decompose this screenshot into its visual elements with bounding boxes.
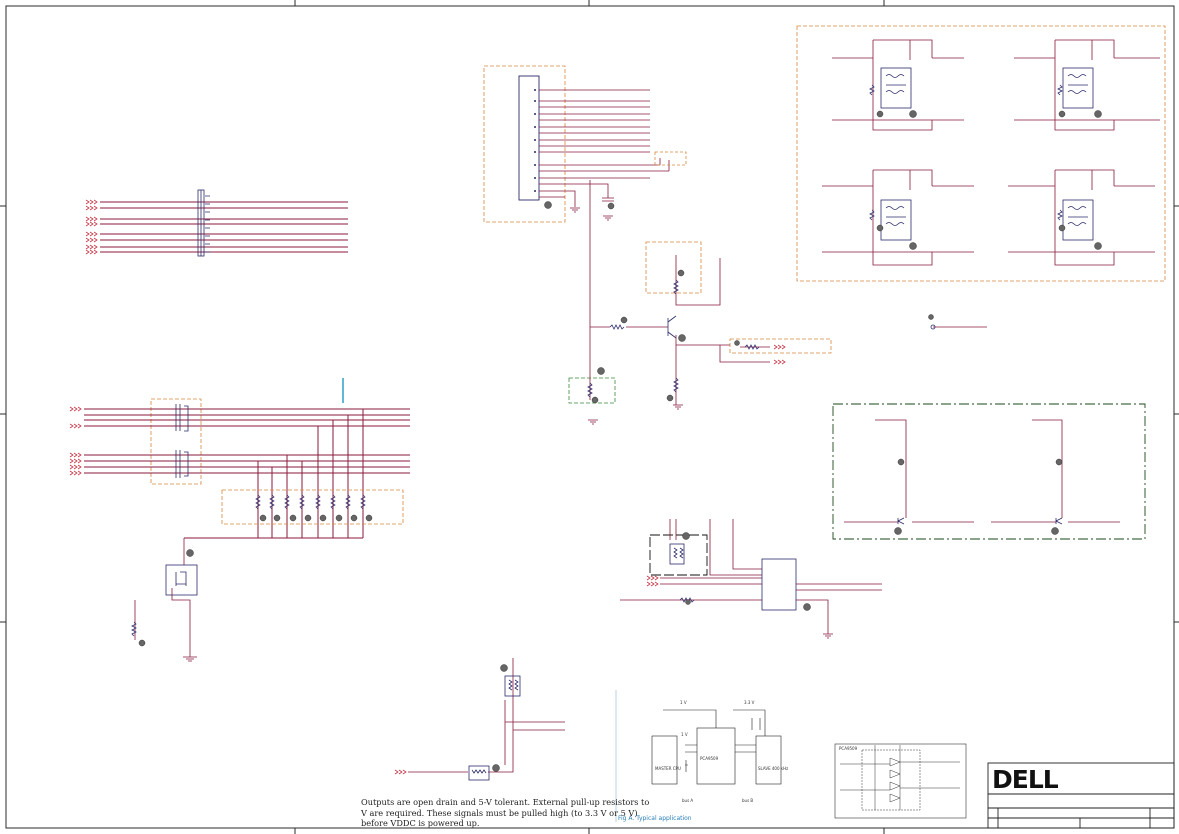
application-figure [615, 690, 782, 822]
application-figure-caption: Fig A. Typical application [618, 815, 692, 822]
bottom-resnet [408, 658, 565, 781]
test-point-circle [930, 324, 936, 330]
connector-cap-ref [607, 202, 615, 210]
connector-grounds [570, 197, 614, 221]
connector-dash-box [483, 65, 566, 223]
note-line: Outputs are open drain and 5-V tolerant.… [361, 797, 650, 807]
title-block [987, 762, 1175, 829]
note-line: V are required. These signals must be pu… [361, 807, 638, 818]
note-line: before VDDC is powered up. [361, 818, 480, 828]
connector-pin-dots [534, 89, 536, 192]
transformer-dash-box [796, 25, 1166, 282]
level-shift-box [832, 403, 1146, 540]
transistor-symbols [587, 279, 760, 398]
app-rail-mid: 1 V [681, 732, 688, 737]
left-mid-net-arrows [69, 406, 82, 476]
level-shift-circuits [844, 419, 1120, 535]
connector-pins [539, 89, 670, 207]
transformer-2 [1014, 39, 1160, 131]
left-mid-caps [175, 404, 189, 478]
app-bus-b: bus B [742, 798, 753, 803]
left-mid-ref-circles [259, 514, 373, 522]
datasheet-note: Outputs are open drain and 5-V tolerant.… [361, 797, 650, 829]
block-figure [840, 745, 960, 811]
i2c-buffer-circuit [620, 519, 882, 639]
left-mosfet-block [131, 538, 198, 662]
app-master-label: MASTER CPU [655, 766, 681, 771]
left-upper-bus [100, 201, 348, 253]
transistor-pullup-box [645, 241, 702, 294]
app-slave-label: SLAVE 400 kHz [758, 766, 788, 771]
i2c-pullup-dash-box [649, 534, 708, 576]
connector-ref [544, 201, 552, 209]
app-rail-left: 1 V [680, 700, 687, 705]
transistor-out-box [729, 338, 832, 354]
app-bus-a: bus A [682, 798, 693, 803]
block-figure-frame [834, 743, 967, 819]
app-rail-right: 3.3 V [744, 700, 755, 705]
bottom-resnet-arrows [394, 769, 407, 775]
transistor-refs [591, 269, 934, 404]
sheet-border [5, 5, 1175, 829]
transistor-net-arrows [773, 344, 786, 365]
transformer-1 [832, 39, 964, 131]
transformer-quad [822, 39, 1160, 266]
dell-logo: DELL [992, 765, 1059, 794]
connector-body [518, 75, 540, 201]
app-ic-label: PCA9509 [700, 756, 719, 761]
transistor-emitter-box [568, 377, 616, 404]
application-figure-text: PCA9509 MASTER CPU SLAVE 400 kHz 1 V 3.3… [655, 700, 788, 803]
left-upper-caps [197, 189, 210, 257]
left-mid-resistors [255, 494, 366, 510]
connector-small-dash [654, 151, 687, 166]
left-upper-net-arrows [85, 199, 98, 255]
block-figure-label: PCA9509 [839, 746, 858, 751]
i2c-net-arrows [646, 575, 659, 587]
left-mid-resistor-box [221, 489, 404, 525]
left-mid-bus [84, 408, 410, 539]
transformer-3 [822, 169, 974, 266]
left-mid-cap-box [150, 398, 202, 485]
transformer-4 [1008, 169, 1155, 266]
